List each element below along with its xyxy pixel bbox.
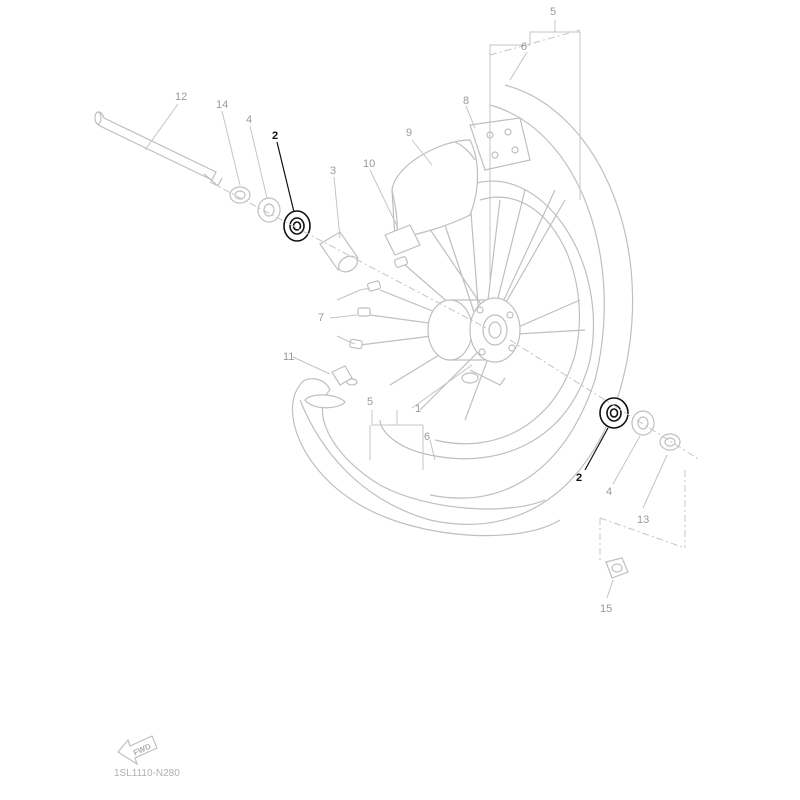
- callout-15: 15: [600, 603, 612, 615]
- callout-13: 13: [637, 514, 649, 526]
- tire: [299, 84, 634, 525]
- callout-1: 1: [415, 403, 421, 415]
- callout-6-top: 6: [521, 41, 527, 53]
- callout-14: 14: [216, 99, 228, 111]
- callout-2-left: 2: [272, 130, 278, 142]
- collar-left: [229, 186, 251, 204]
- callout-9: 9: [406, 127, 412, 139]
- callouts: 12 14 4 2 3 10 9 8 5 6 7 11 5 6 1 2 4 13…: [175, 6, 649, 615]
- callout-5-bottom: 5: [367, 396, 373, 408]
- axle: [94, 111, 223, 187]
- leader-lines: [144, 20, 668, 599]
- callout-6-bottom: 6: [424, 431, 430, 443]
- callout-8: 8: [463, 95, 469, 107]
- callout-3: 3: [330, 165, 336, 177]
- assembly-lines: [209, 29, 701, 560]
- bearing-left: [283, 210, 311, 242]
- callout-5-top: 5: [550, 6, 556, 18]
- bracket-plate: [469, 117, 531, 171]
- callout-2-right: 2: [576, 472, 582, 484]
- spacer: [319, 231, 359, 273]
- drawing-code: 1SL1110-N280: [114, 768, 180, 779]
- callout-4-right: 4: [606, 486, 612, 498]
- axle-nut: [605, 557, 629, 579]
- bearing-right: [599, 397, 629, 429]
- callout-11: 11: [283, 351, 294, 363]
- callout-10: 10: [363, 158, 375, 170]
- rim: [379, 180, 595, 460]
- hub: [427, 297, 521, 386]
- tube-valve: [331, 365, 358, 386]
- oil-seal-right: [631, 410, 655, 436]
- tube: [291, 378, 561, 537]
- fwd-arrow-icon: FWD: [117, 735, 158, 766]
- spoke-nipples: [349, 256, 409, 350]
- fender: [391, 139, 479, 239]
- callout-7: 7: [318, 312, 324, 324]
- guide: [384, 224, 421, 256]
- callout-12: 12: [175, 91, 187, 103]
- oil-seal-left: [257, 197, 281, 223]
- callout-4-left: 4: [246, 114, 252, 126]
